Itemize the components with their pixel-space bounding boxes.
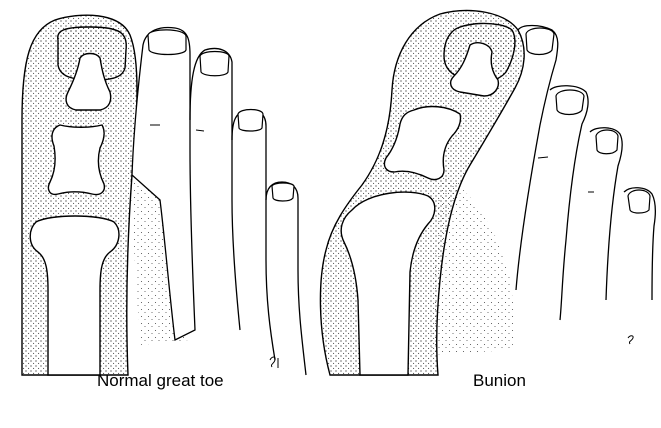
normal-third-toe-nail xyxy=(200,52,229,76)
bunion-fifth-toe-nail xyxy=(628,190,650,213)
bunion-second-toe-nail xyxy=(526,28,554,55)
artist-signature-left xyxy=(270,357,278,368)
normal-proximal-phalanx xyxy=(48,125,104,195)
normal-fourth-toe xyxy=(232,110,275,360)
normal-second-toe-nail xyxy=(148,30,186,55)
normal-fifth-toe xyxy=(266,182,306,375)
caption-bunion: Bunion xyxy=(473,371,526,391)
caption-normal-great-toe: Normal great toe xyxy=(97,371,224,391)
bunion-third-toe-nail xyxy=(556,90,584,115)
normal-fourth-toe-nail xyxy=(238,110,263,132)
normal-fifth-toe-nail xyxy=(272,183,294,201)
normal-third-toe xyxy=(190,49,240,331)
bunion-third-toe xyxy=(550,86,588,320)
artist-signature-right xyxy=(628,336,633,344)
bunion-foot xyxy=(320,11,655,375)
normal-foot xyxy=(22,15,306,375)
bunion-fourth-toe-nail xyxy=(596,130,618,154)
